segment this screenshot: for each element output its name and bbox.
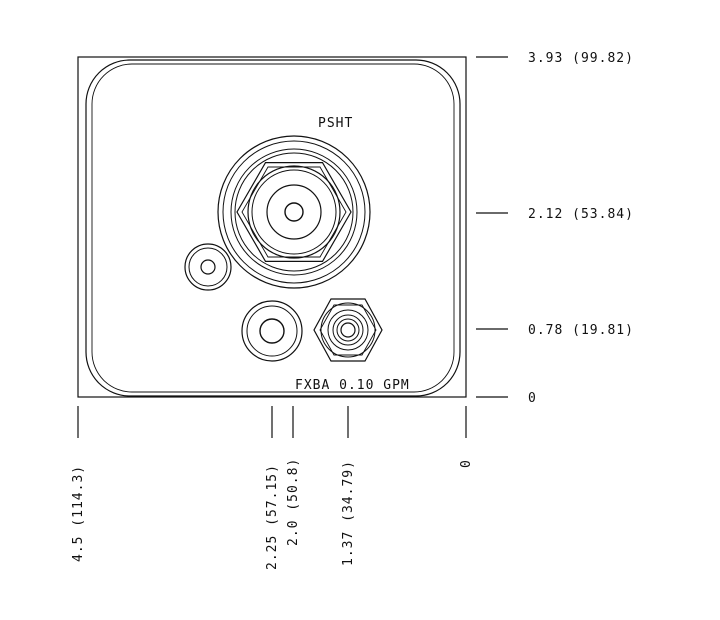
right-dim-label: 2.12 (53.84) <box>528 207 634 222</box>
block-face-outer <box>85 59 461 397</box>
bottom-dim-label: 2.0 (50.8) <box>286 458 301 546</box>
hex-fitting <box>313 298 383 362</box>
fitting-label-fxba: FXBA 0.10 GPM <box>295 378 410 393</box>
bottom-dim-label: 2.25 (57.15) <box>265 464 280 570</box>
bottom-dim-label: 1.37 (34.79) <box>341 460 356 566</box>
block-face-inner <box>91 63 455 393</box>
fitting-label-psht: PSHT <box>318 116 353 131</box>
small-port-left <box>184 243 232 291</box>
large-fitting <box>217 135 371 289</box>
bottom-dimension-ticks <box>77 406 467 438</box>
bottom-dim-label: 4.5 (114.3) <box>71 465 86 562</box>
right-dim-label: 3.93 (99.82) <box>528 51 634 66</box>
block-outline <box>77 56 467 398</box>
right-dimension-ticks <box>476 56 508 398</box>
right-dim-label: 0.78 (19.81) <box>528 323 634 338</box>
right-dim-label: 0 <box>528 391 537 406</box>
port-bottom-left <box>241 300 303 362</box>
bottom-dim-label: 0 <box>459 459 474 468</box>
